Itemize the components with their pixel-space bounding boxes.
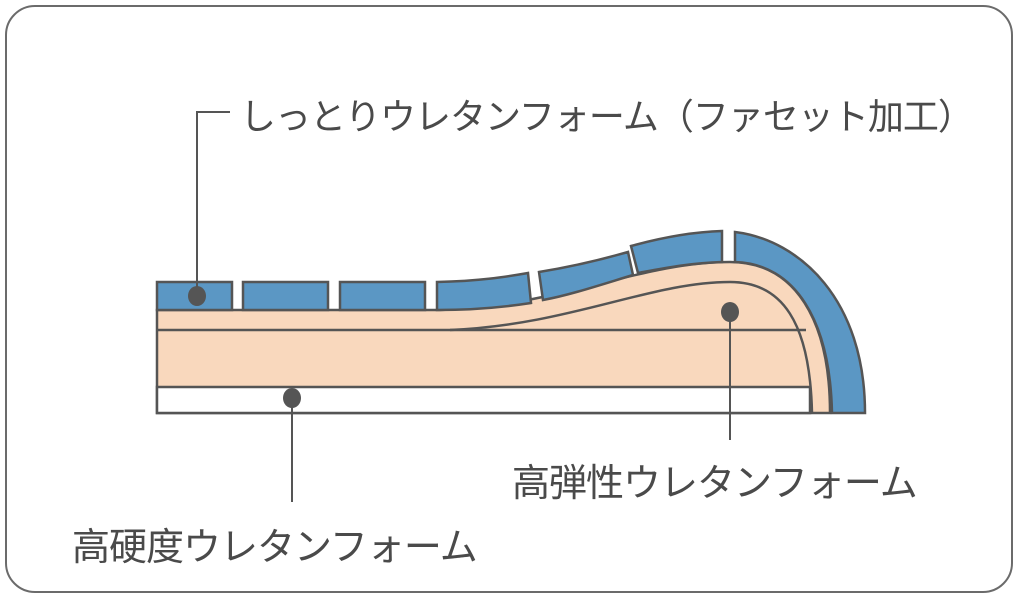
facet-block	[629, 229, 724, 275]
facet-block	[338, 280, 427, 312]
facet-block-edge	[733, 230, 867, 415]
marker-dot-top	[188, 286, 206, 306]
label-bottom-layer: 高硬度ウレタンフォーム	[72, 525, 478, 569]
facet-block	[537, 250, 635, 302]
facet-block	[241, 280, 330, 312]
facet-block	[435, 271, 533, 312]
marker-dot-middle	[721, 302, 739, 322]
leader-line-top	[196, 111, 230, 296]
high-hardness-layer	[155, 385, 812, 415]
marker-dot-bottom	[283, 388, 301, 408]
high-resilience-layer-curve	[449, 280, 814, 414]
label-top-layer: しっとりウレタンフォーム（ファセット加工）	[240, 97, 974, 138]
label-middle-layer: 高弾性ウレタンフォーム	[512, 461, 918, 505]
diagram-frame	[5, 5, 1013, 593]
